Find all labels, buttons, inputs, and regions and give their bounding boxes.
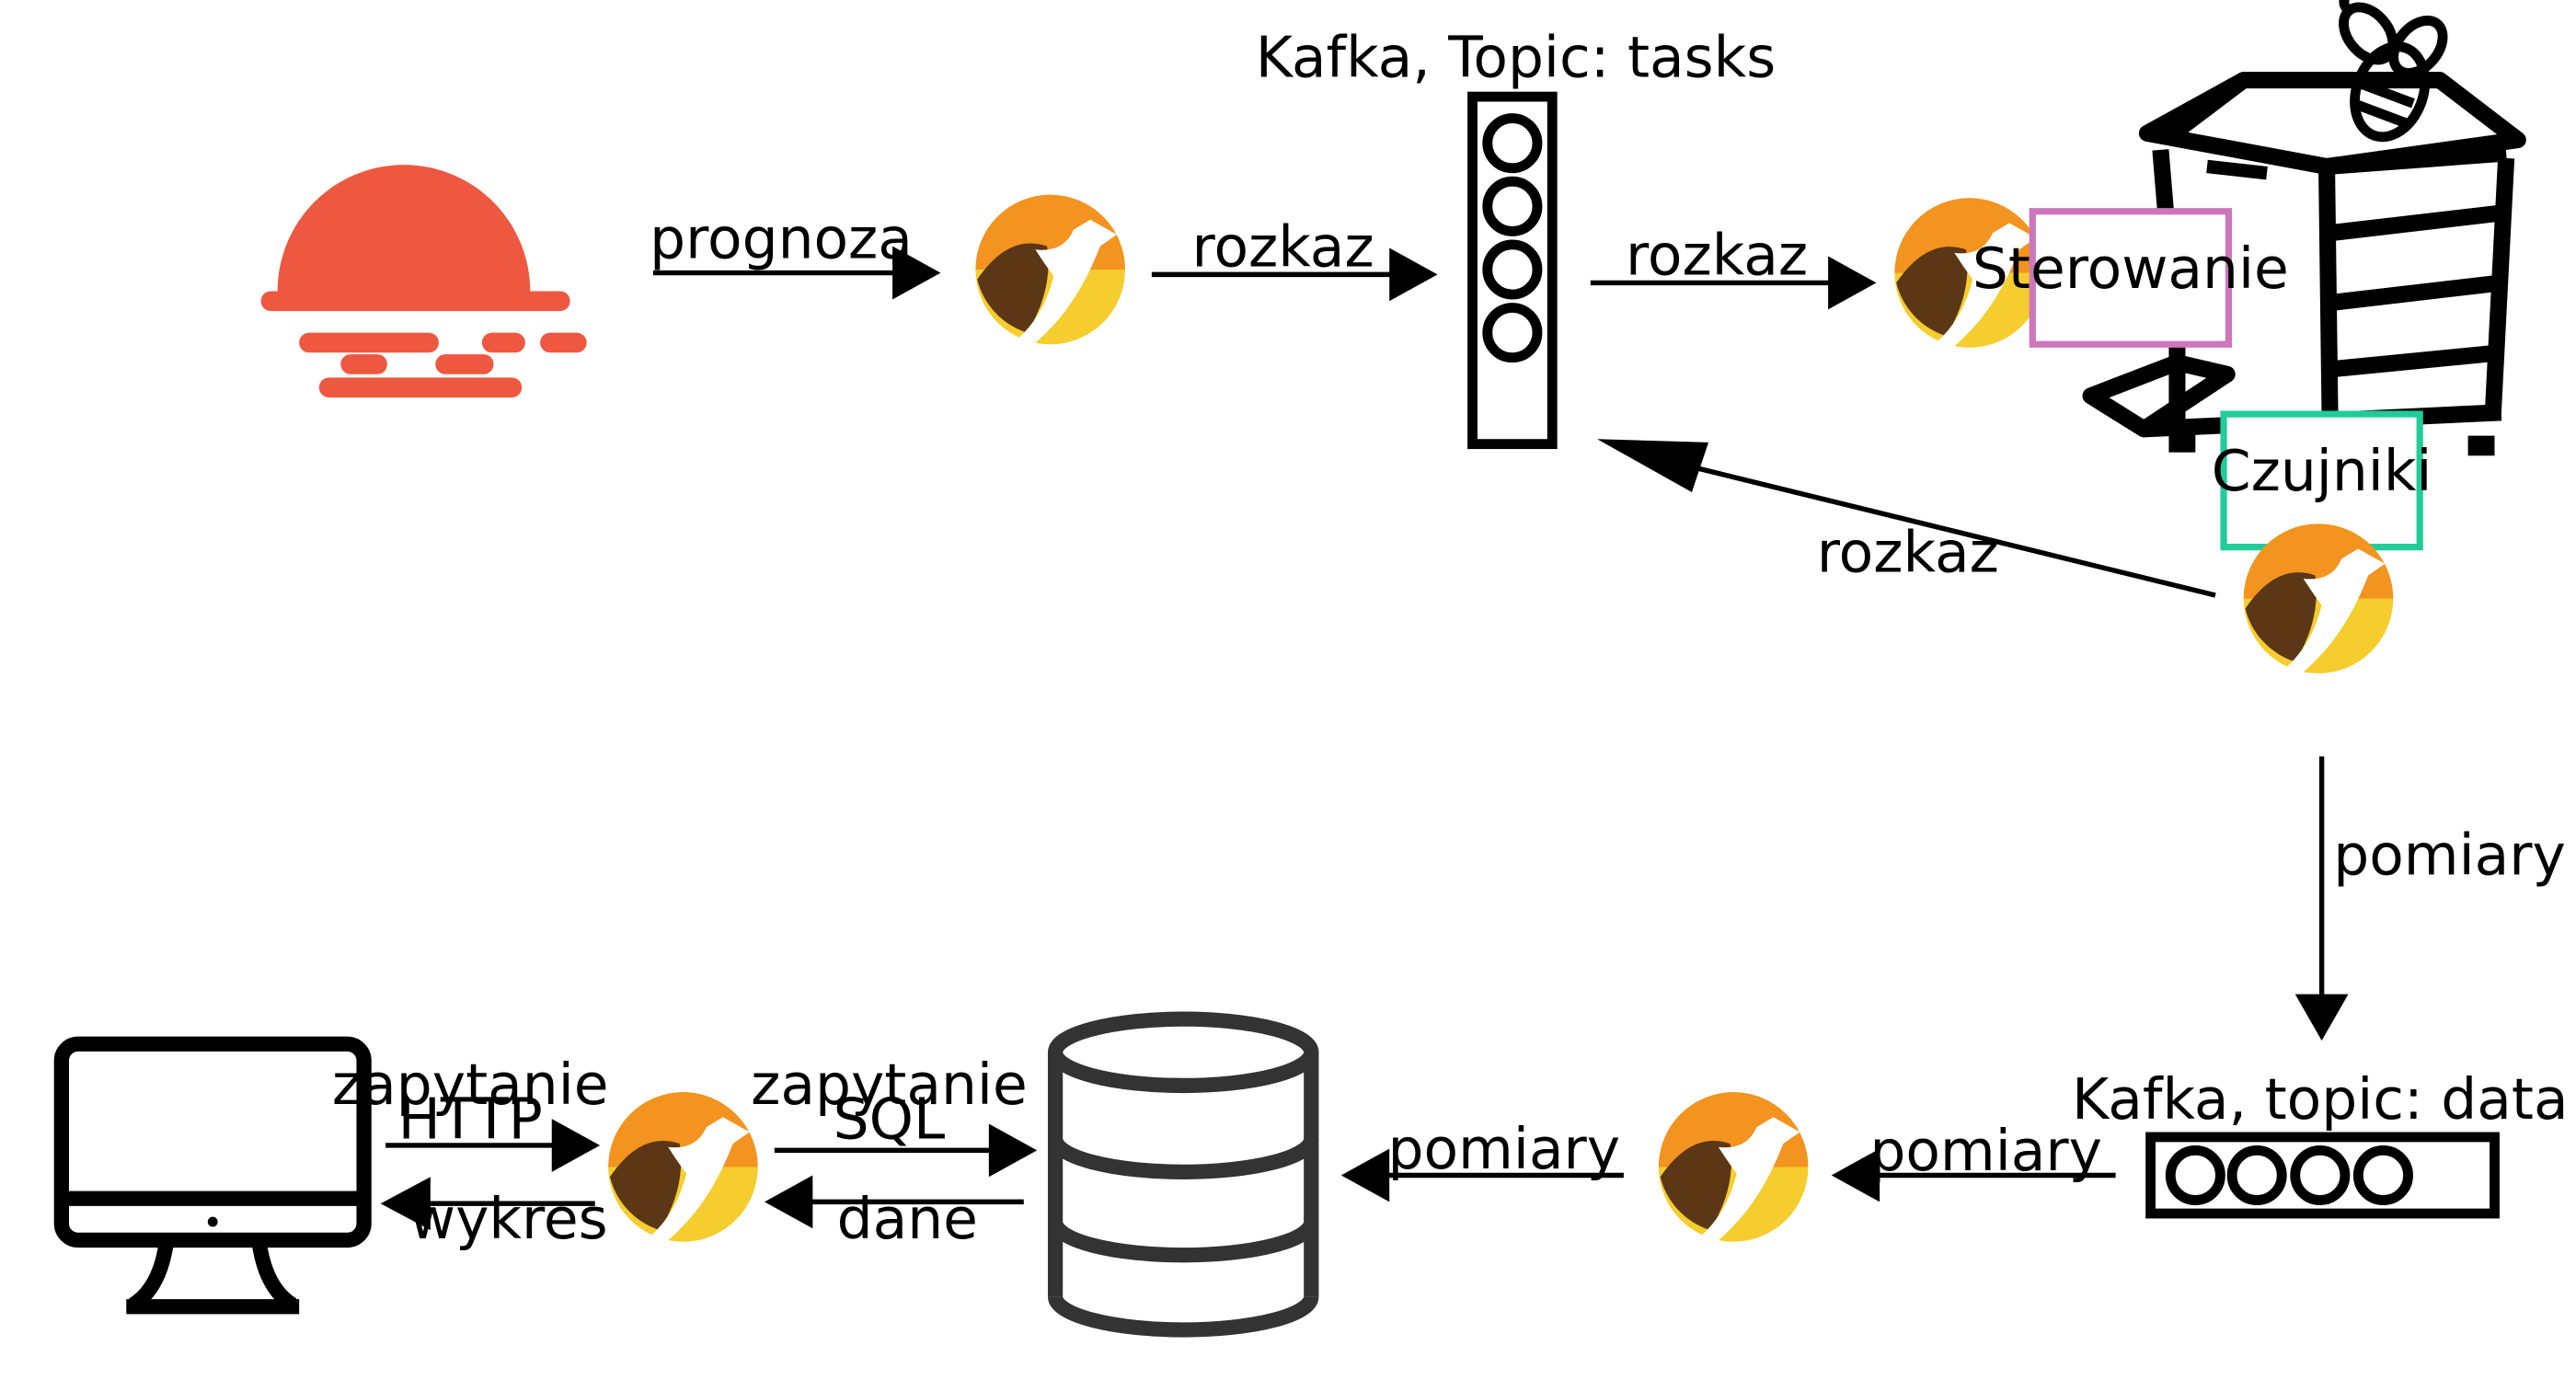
camel-icon (2243, 523, 2394, 673)
edge-prognoza: prognoza (650, 206, 941, 300)
sterowanie-label: Sterowanie (1972, 236, 2289, 302)
edge-pomiary-data-to-camel: pomiary (1831, 1119, 2116, 1202)
edge-label-rozkaz: rozkaz (1817, 521, 1999, 586)
edge-label-pomiary: pomiary (1869, 1119, 2102, 1184)
kafka-tasks-title: Kafka, Topic: tasks (1256, 25, 1776, 90)
camel-icon (975, 194, 1125, 345)
edge-label-dane: dane (837, 1187, 978, 1252)
edge-label-wykres: wykres (409, 1187, 608, 1252)
edge-label-zapytanie: zapytanie (332, 1052, 609, 1118)
kafka-queue-icon (1467, 91, 1558, 450)
kafka-queue-icon (2145, 1132, 2500, 1219)
edge-label-rozkaz: rozkaz (1626, 223, 1808, 288)
edge-label-http: HTTP (398, 1087, 543, 1153)
edge-label-sql: SQL (834, 1087, 946, 1153)
monitor-icon (53, 1036, 372, 1315)
edge-pomiary-camel-to-db: pomiary (1340, 1117, 1624, 1202)
camel-icon (1658, 1092, 1809, 1242)
database-icon (1047, 1011, 1319, 1338)
edge-rozkaz-to-tasks: rozkaz (1151, 214, 1438, 302)
edge-label-pomiary: pomiary (2333, 823, 2566, 889)
edge-label-zapytanie: zapytanie (751, 1052, 1028, 1118)
beehive-icon (2082, 72, 2526, 456)
edge-pomiary-down: pomiary (2294, 756, 2566, 1041)
kafka-data-title: Kafka, topic: data (2072, 1067, 2569, 1133)
edge-label-rozkaz: rozkaz (1192, 214, 1374, 280)
bee-icon (2339, 0, 2448, 143)
edge-rozkaz-from-tasks: rozkaz (1590, 223, 1877, 310)
sterowanie-box (2029, 208, 2233, 348)
edge-wykres: wykres (380, 1177, 608, 1252)
czujniki-label: Czujniki (2212, 439, 2432, 504)
edge-dane: dane (764, 1175, 1024, 1252)
edge-zapytanie-sql: zapytanie SQL (751, 1052, 1038, 1178)
edge-label-pomiary: pomiary (1388, 1117, 1621, 1182)
camel-icon (608, 1092, 758, 1242)
edge-rozkaz-sensors-to-tasks: rozkaz (1597, 439, 2216, 598)
sun-icon (260, 165, 587, 398)
edge-label-prognoza: prognoza (650, 206, 913, 271)
edge-zapytanie-http: zapytanie HTTP (332, 1052, 609, 1172)
